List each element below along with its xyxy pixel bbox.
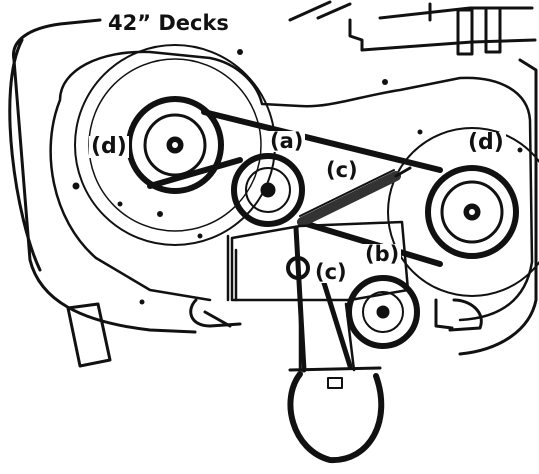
- label-drive-belt: (c): [313, 260, 349, 284]
- left-gauge-wheel: [66, 302, 112, 368]
- deck-inner-contour: [49, 50, 534, 322]
- center-bracket: [226, 234, 356, 372]
- right-mandrel-pulley: [387, 127, 539, 297]
- back-idler: [286, 256, 310, 280]
- label-left-mandrel: (d): [89, 134, 129, 159]
- left-mandrel-pulley: [74, 44, 276, 246]
- diagram-title: 42” Decks: [108, 11, 229, 35]
- frame-rails: [288, 0, 537, 56]
- upper-idler-pulley: [231, 153, 305, 227]
- label-idler-pulley: (b): [363, 242, 402, 266]
- engine-pulley: [287, 366, 385, 464]
- tension-spring: [297, 166, 412, 227]
- mandrel-belt: [147, 109, 443, 267]
- lower-idler-pulley: [346, 275, 420, 349]
- label-tension-spring: (c): [324, 158, 360, 182]
- label-mandrel-belt: (a): [268, 129, 306, 153]
- bolt-dots: [72, 49, 523, 305]
- belt-guards: [189, 298, 483, 332]
- label-right-mandrel: (d): [466, 130, 506, 155]
